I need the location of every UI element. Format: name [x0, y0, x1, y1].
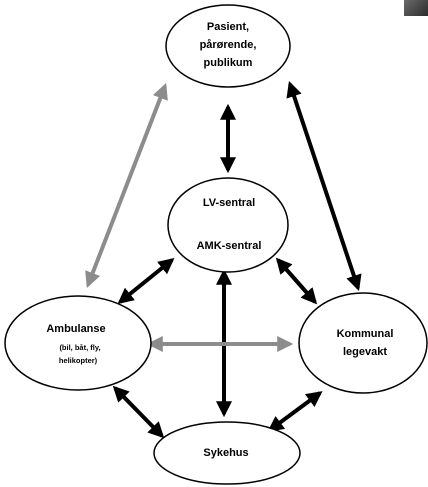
- patient-line-2: pårørende,: [200, 39, 257, 51]
- corner-logo-fragment: [404, 0, 428, 16]
- arrow-patient-ambulance: [85, 83, 168, 288]
- arrow-patient-legevakt: [286, 80, 362, 292]
- legevakt-line-1: Kommunal: [337, 328, 394, 340]
- amk-central-label: AMK-sentral: [197, 240, 262, 252]
- patient-line-1: Pasient,: [207, 21, 249, 33]
- lv-central-label: LV-sentral: [203, 197, 255, 209]
- ambulance-sub-line-1: (bil, båt, fly,: [59, 343, 100, 352]
- sykehus-label: Sykehus: [203, 447, 248, 459]
- node-legevakt: Kommunal legevakt: [298, 292, 428, 394]
- ambulance-title: Ambulanse: [46, 323, 105, 335]
- arrow-central-legevakt: [275, 257, 318, 305]
- node-central: LV-sentral AMK-sentral: [167, 177, 289, 273]
- arrow-central-ambulance: [117, 257, 175, 305]
- node-ambulance: Ambulanse (bil, båt, fly, helikopter): [4, 295, 152, 391]
- node-sykehus: Sykehus: [153, 421, 301, 485]
- arrow-legevakt-sykehus: [267, 391, 323, 432]
- node-patient: Pasient, pårørende, publikum: [165, 4, 291, 88]
- ambulance-sub-line-2: helikopter): [59, 356, 98, 365]
- patient-line-3: publikum: [204, 57, 253, 69]
- legevakt-line-2: legevakt: [343, 346, 387, 358]
- arrow-ambulance-sykehus: [112, 385, 165, 439]
